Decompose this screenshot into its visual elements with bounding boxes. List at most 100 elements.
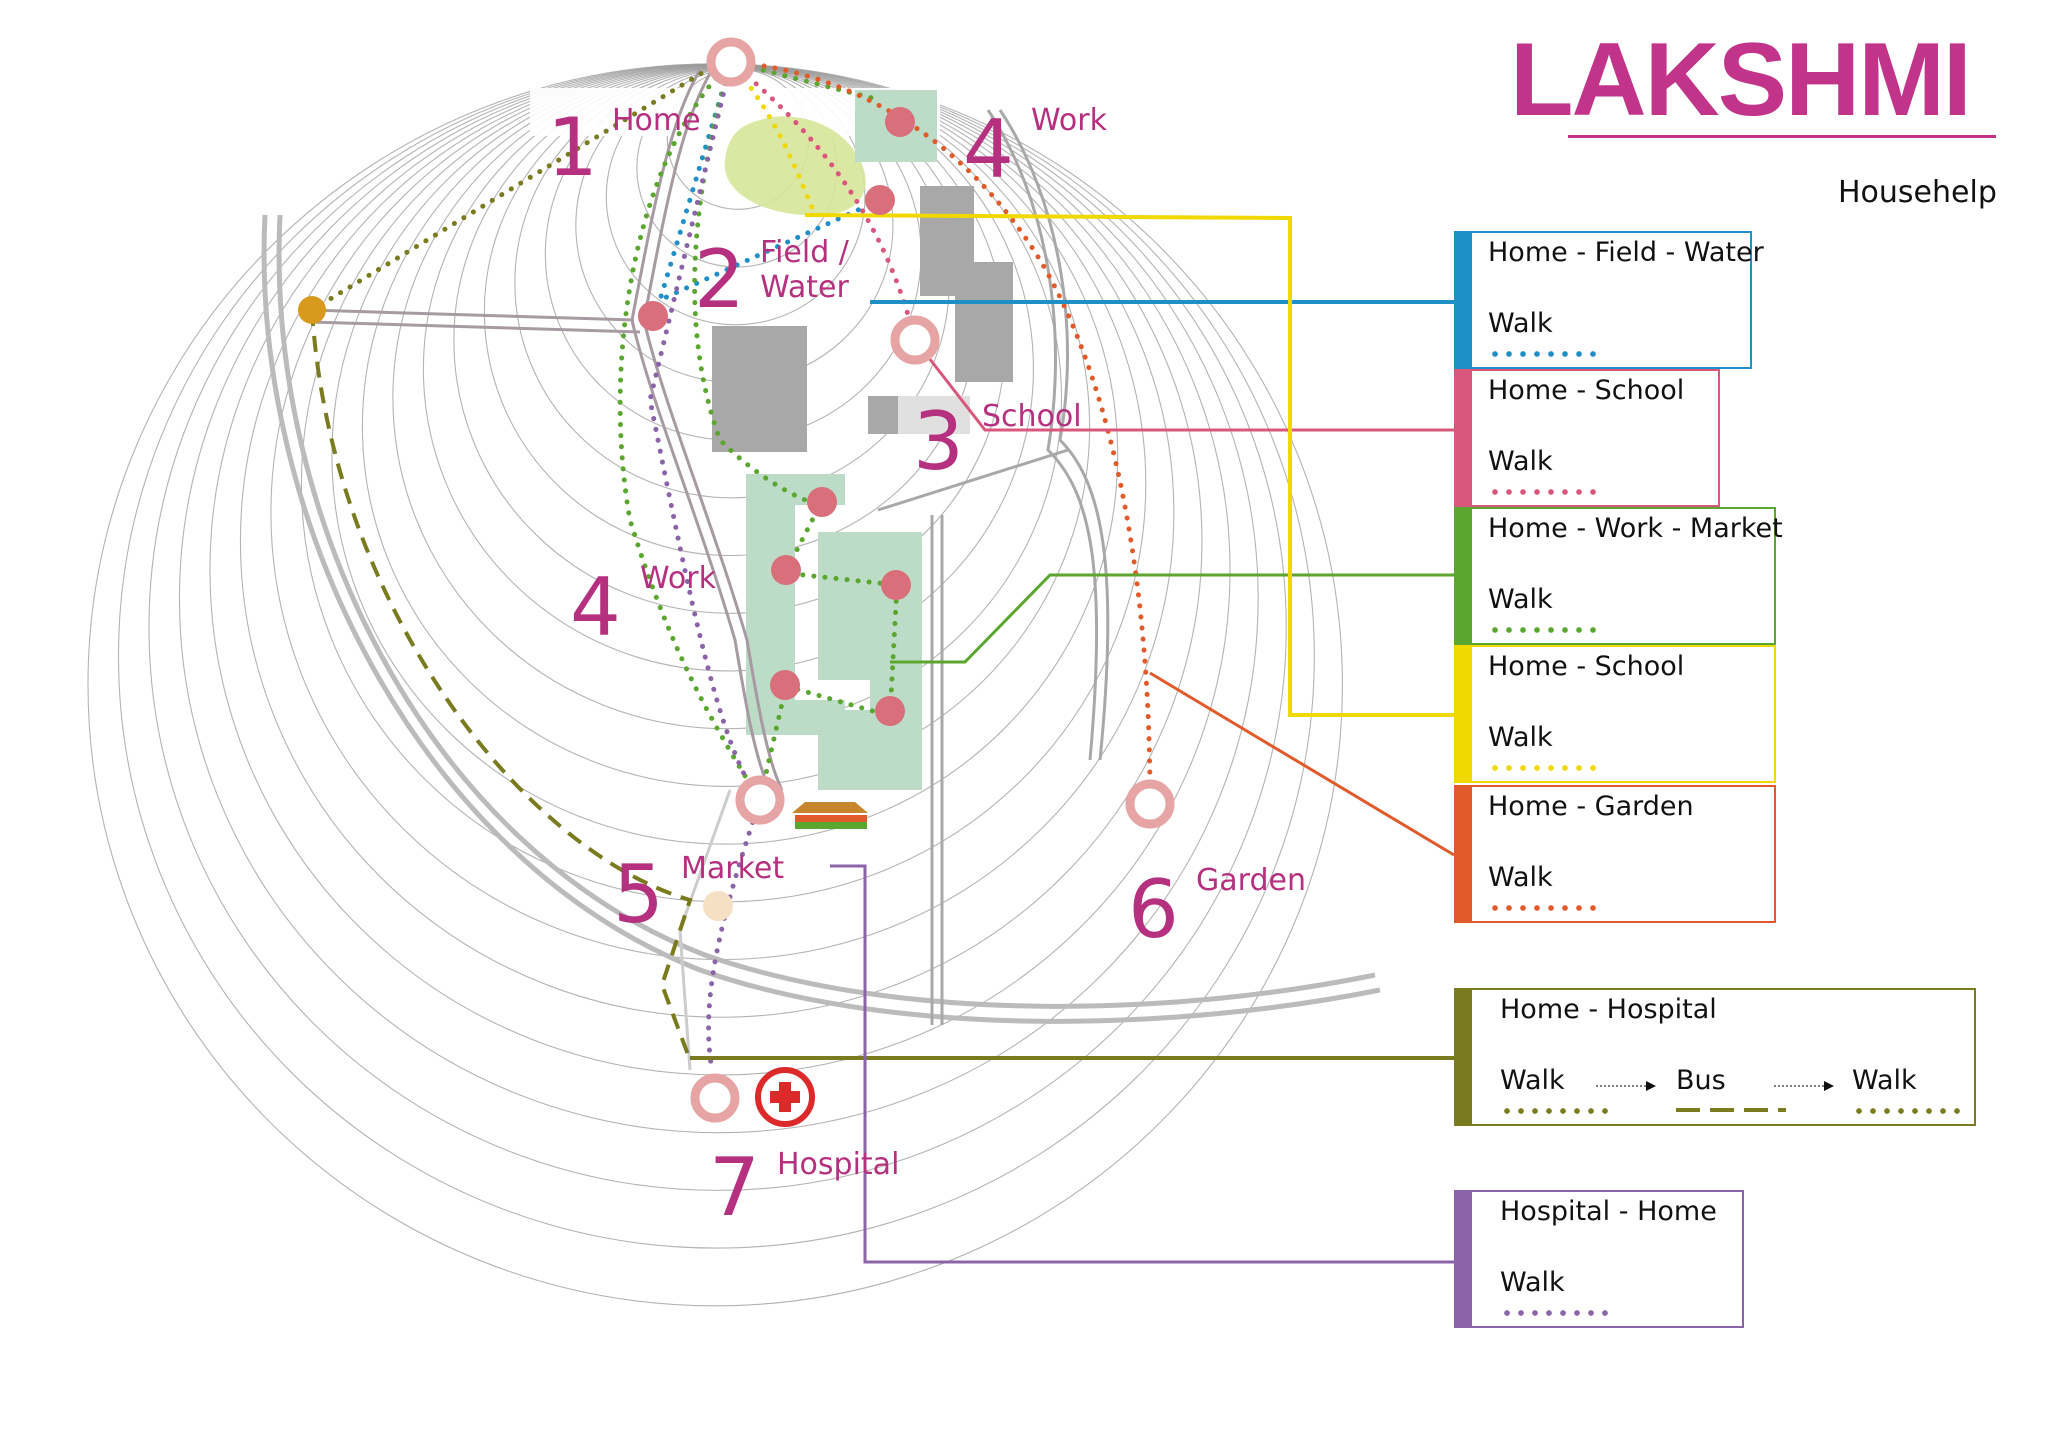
distance-ring xyxy=(300,65,1147,903)
leader-line xyxy=(913,339,1454,432)
rail-track xyxy=(261,214,1381,1024)
legend-title: Home - School xyxy=(1488,375,1685,406)
building xyxy=(898,396,970,434)
legend-mode: Walk xyxy=(1500,1267,1565,1298)
nodes xyxy=(298,37,1175,1127)
legend-line-sample-bus xyxy=(1676,1108,1786,1112)
place-number-field-water: 2 xyxy=(694,233,745,326)
place-number-school: 3 xyxy=(913,395,964,488)
building xyxy=(955,262,1013,382)
legend-mode: Walk xyxy=(1488,584,1553,615)
stop-node xyxy=(875,696,905,726)
road xyxy=(986,109,1099,761)
legend-color-bar xyxy=(1454,988,1472,1126)
legend-home-garden: Home - Garden Walk xyxy=(1454,785,1776,923)
legend-line-sample xyxy=(1488,765,1598,771)
distance-ring xyxy=(270,64,1175,961)
legend-mode: Walk xyxy=(1488,722,1553,753)
leader-line xyxy=(830,864,1454,1264)
stop-node xyxy=(771,555,801,585)
legend-line-sample xyxy=(1488,489,1598,495)
legend-home-hospital: Home - Hospital Walk Bus Walk xyxy=(1454,988,1976,1126)
place-number-market: 5 xyxy=(613,848,664,941)
legend-line-sample xyxy=(1488,351,1598,357)
stop-node xyxy=(881,570,911,600)
place-node-ring xyxy=(735,775,785,825)
place-label-garden: Garden xyxy=(1196,863,1306,898)
stop-node xyxy=(770,670,800,700)
legend-home-field-water: Home - Field - Water Walk xyxy=(1454,231,1764,369)
place-label-school: School xyxy=(982,399,1082,434)
legend-line-sample xyxy=(1488,627,1598,633)
legend-title: Home - School xyxy=(1488,651,1685,682)
market-node xyxy=(703,891,733,921)
legend-home-school-pink: Home - School Walk xyxy=(1454,369,1720,507)
route-hospital-home xyxy=(647,59,763,1073)
bus-stop-node xyxy=(298,296,326,324)
legend-mode: Walk xyxy=(1488,862,1553,893)
road xyxy=(877,448,1069,512)
place-label-work-top: Work xyxy=(1031,103,1107,138)
stop-node xyxy=(885,107,915,137)
road xyxy=(642,69,784,791)
legend-title: Hospital - Home xyxy=(1500,1196,1717,1227)
building xyxy=(868,396,898,434)
route-home-school-yellow xyxy=(728,59,818,218)
place-label-hospital: Hospital xyxy=(777,1147,900,1182)
legend-color-bar xyxy=(1454,231,1472,369)
work-area xyxy=(746,474,845,735)
market-stall-icon xyxy=(792,802,868,813)
place-node-ring xyxy=(1125,779,1175,829)
legend-color-bar xyxy=(1454,1190,1472,1328)
road xyxy=(998,109,1110,761)
leader-line xyxy=(1149,671,1455,857)
routes xyxy=(309,59,1153,1073)
route-home-hospital-walk xyxy=(309,59,723,313)
legend-mode-bus: Bus xyxy=(1676,1065,1726,1096)
legend-color-bar xyxy=(1454,785,1472,923)
place-label-field-water: Field /Water xyxy=(760,235,849,305)
legend-home-work-market: Home - Work - Market Walk xyxy=(1454,507,1783,645)
place-label-market: Market xyxy=(681,851,785,886)
legend-color-bar xyxy=(1454,369,1472,507)
legend-home-school-yellow: Home - School Walk xyxy=(1454,645,1776,783)
legend-title: Home - Garden xyxy=(1488,791,1694,822)
market-stall-icon xyxy=(795,815,867,822)
place-node-ring xyxy=(890,315,940,365)
page-title: LAKSHMI xyxy=(1510,22,1972,138)
route-home-field-water xyxy=(656,59,883,305)
place-number-work-top: 4 xyxy=(963,103,1014,196)
legend-mode: Walk xyxy=(1488,308,1553,339)
arrow-right-icon xyxy=(1596,1081,1656,1091)
route-home-garden xyxy=(728,59,1153,803)
place-number-home: 1 xyxy=(547,101,598,194)
legend-mode-walk-1: Walk xyxy=(1500,1065,1565,1096)
hospital-cross-icon xyxy=(779,1082,791,1112)
legend-line-sample-walk-2 xyxy=(1852,1108,1962,1114)
leader-line xyxy=(890,573,1454,664)
place-number-hospital: 7 xyxy=(709,1141,760,1234)
place-label-home: Home xyxy=(612,103,701,138)
title-underline xyxy=(1568,135,1996,138)
market-stall-icon xyxy=(795,822,867,829)
legend-line-sample-walk-1 xyxy=(1500,1108,1610,1114)
place-node-ring xyxy=(706,37,756,87)
legend-color-bar xyxy=(1454,645,1472,783)
stop-node xyxy=(638,301,668,331)
legend-color-bar xyxy=(1454,507,1472,645)
stop-node xyxy=(865,185,895,215)
leader-line xyxy=(804,213,1454,717)
road xyxy=(309,308,635,322)
legend-hospital-home: Hospital - Home Walk xyxy=(1454,1190,1744,1328)
place-number-work-mid: 4 xyxy=(570,561,621,654)
stop-node xyxy=(807,487,837,517)
page-subtitle: Househelp xyxy=(1838,175,1997,210)
place-node-ring xyxy=(690,1073,740,1123)
legend-title: Home - Work - Market xyxy=(1488,513,1783,544)
building xyxy=(712,326,807,452)
legend-mode: Walk xyxy=(1488,446,1553,477)
route-home-hospital-bus xyxy=(310,309,693,1061)
legend-mode-walk-2: Walk xyxy=(1852,1065,1917,1096)
road xyxy=(309,320,641,334)
